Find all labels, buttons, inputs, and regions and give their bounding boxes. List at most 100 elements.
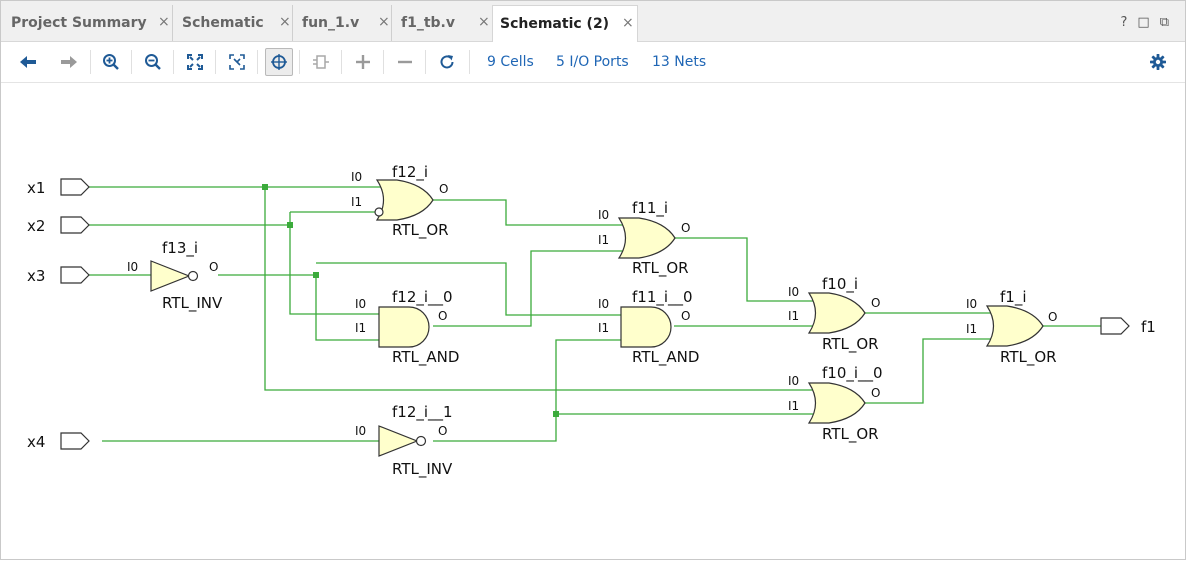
close-icon[interactable]: × [478, 14, 490, 30]
schematic-canvas[interactable]: x1 x2 x3 x4 f1 f12_i RTL_OR I0 I1 O f13_… [1, 83, 1185, 563]
toolbar: 9 Cells 5 I/O Ports 13 Nets [1, 42, 1185, 83]
settings-gear-icon[interactable] [1144, 48, 1172, 76]
maximize-icon[interactable]: □ [1137, 15, 1150, 30]
svg-text:RTL_INV: RTL_INV [392, 460, 453, 479]
svg-text:RTL_AND: RTL_AND [392, 348, 459, 367]
svg-text:f11_i__0: f11_i__0 [632, 288, 693, 307]
input-port-x4[interactable] [60, 432, 90, 450]
svg-text:RTL_OR: RTL_OR [822, 425, 879, 444]
zoom-out-icon[interactable] [139, 48, 167, 76]
tab-f1-tb-v[interactable]: f1_tb.v × [392, 5, 492, 41]
svg-text:O: O [1048, 310, 1057, 324]
port-label-x1: x1 [27, 179, 45, 197]
gate-f11-i[interactable]: f11_i RTL_OR I0 I1 O [598, 199, 690, 278]
expand-icon[interactable] [349, 48, 377, 76]
svg-text:O: O [681, 221, 690, 235]
nets-count-link[interactable]: 13 Nets [652, 54, 707, 70]
tab-schematic-2[interactable]: Schematic (2) × [492, 5, 638, 42]
svg-text:O: O [209, 260, 218, 274]
select-tool-icon[interactable] [265, 48, 293, 76]
svg-text:I1: I1 [351, 195, 362, 209]
svg-text:I0: I0 [355, 424, 366, 438]
svg-text:I1: I1 [598, 321, 609, 335]
zoom-in-icon[interactable] [97, 48, 125, 76]
close-icon[interactable]: × [622, 15, 634, 31]
port-label-x3: x3 [27, 267, 45, 285]
cells-count-link[interactable]: 9 Cells [487, 54, 534, 70]
collapse-icon[interactable] [391, 48, 419, 76]
junction-dot [313, 272, 319, 278]
tab-label: Schematic (2) [500, 16, 610, 32]
svg-text:RTL_AND: RTL_AND [632, 348, 699, 367]
gate-f13-i[interactable]: f13_i RTL_INV I0 O [127, 239, 223, 313]
input-port-x2[interactable] [60, 216, 90, 234]
gate-f12-i-1[interactable]: f12_i__1 RTL_INV I0 O [355, 403, 453, 479]
svg-text:RTL_OR: RTL_OR [1000, 348, 1057, 367]
tab-label: Project Summary [11, 15, 147, 31]
svg-text:O: O [439, 182, 448, 196]
svg-text:RTL_OR: RTL_OR [632, 259, 689, 278]
port-label-f1: f1 [1141, 318, 1156, 336]
unplace-icon[interactable] [307, 48, 335, 76]
junction-dot [262, 184, 268, 190]
svg-text:f10_i__0: f10_i__0 [822, 364, 883, 383]
port-label-x4: x4 [27, 433, 45, 451]
help-icon[interactable]: ? [1120, 15, 1128, 30]
svg-text:I0: I0 [598, 208, 609, 222]
svg-text:O: O [438, 309, 447, 323]
gate-f10-i-0[interactable]: f10_i__0 RTL_OR I0 I1 O [788, 364, 883, 444]
gate-f11-i-0[interactable]: f11_i__0 RTL_AND I0 I1 O [598, 288, 699, 367]
svg-text:I0: I0 [351, 170, 362, 184]
svg-text:f13_i: f13_i [162, 239, 198, 258]
svg-text:O: O [871, 386, 880, 400]
svg-text:I1: I1 [355, 321, 366, 335]
auto-fit-selection-icon[interactable] [223, 48, 251, 76]
input-port-x3[interactable] [60, 266, 90, 284]
close-icon[interactable]: × [378, 14, 390, 30]
svg-text:RTL_OR: RTL_OR [392, 221, 449, 240]
zoom-fit-icon[interactable] [181, 48, 209, 76]
svg-text:I0: I0 [598, 297, 609, 311]
tab-label: f1_tb.v [401, 15, 455, 31]
close-icon[interactable]: × [158, 14, 170, 30]
gate-f10-i[interactable]: f10_i RTL_OR I0 I1 O [788, 275, 880, 354]
schematic-svg[interactable]: x1 x2 x3 x4 f1 f12_i RTL_OR I0 I1 O f13_… [1, 83, 1185, 559]
output-port-f1[interactable] [1100, 317, 1130, 335]
svg-text:I0: I0 [788, 374, 799, 388]
back-arrow-icon[interactable] [14, 48, 42, 76]
svg-text:I1: I1 [966, 322, 977, 336]
tab-label: fun_1.v [302, 15, 360, 31]
svg-text:f1_i: f1_i [1000, 288, 1027, 307]
svg-text:f11_i: f11_i [632, 199, 668, 218]
gate-f12-i[interactable]: f12_i RTL_OR I0 I1 O [351, 163, 449, 240]
svg-text:O: O [438, 424, 447, 438]
svg-text:I0: I0 [355, 297, 366, 311]
svg-text:I1: I1 [788, 399, 799, 413]
junction-dot [287, 222, 293, 228]
gate-f12-i-0[interactable]: f12_i__0 RTL_AND I0 I1 O [355, 288, 459, 367]
svg-text:RTL_OR: RTL_OR [822, 335, 879, 354]
svg-text:f12_i__1: f12_i__1 [392, 403, 453, 422]
forward-arrow-icon[interactable] [55, 48, 83, 76]
svg-text:I0: I0 [788, 285, 799, 299]
svg-text:f10_i: f10_i [822, 275, 858, 294]
svg-text:I1: I1 [598, 233, 609, 247]
junction-dot [553, 411, 559, 417]
svg-text:O: O [871, 296, 880, 310]
refresh-icon[interactable] [433, 48, 461, 76]
svg-text:O: O [681, 309, 690, 323]
gate-f1-i[interactable]: f1_i RTL_OR I0 I1 O [966, 288, 1057, 367]
tab-bar: Project Summary × Schematic × fun_1.v × … [1, 1, 1185, 42]
svg-text:RTL_INV: RTL_INV [162, 294, 223, 313]
close-icon[interactable]: × [279, 14, 291, 30]
tab-fun-1-v[interactable]: fun_1.v × [293, 5, 392, 41]
junction-dots [262, 184, 559, 417]
tab-schematic[interactable]: Schematic × [173, 5, 293, 41]
float-window-icon[interactable]: ⧉ [1159, 15, 1169, 30]
svg-text:f12_i__0: f12_i__0 [392, 288, 453, 307]
io-ports-count-link[interactable]: 5 I/O Ports [556, 54, 629, 70]
input-port-x1[interactable] [60, 178, 90, 196]
tab-project-summary[interactable]: Project Summary × [1, 5, 173, 41]
svg-text:I0: I0 [127, 260, 138, 274]
